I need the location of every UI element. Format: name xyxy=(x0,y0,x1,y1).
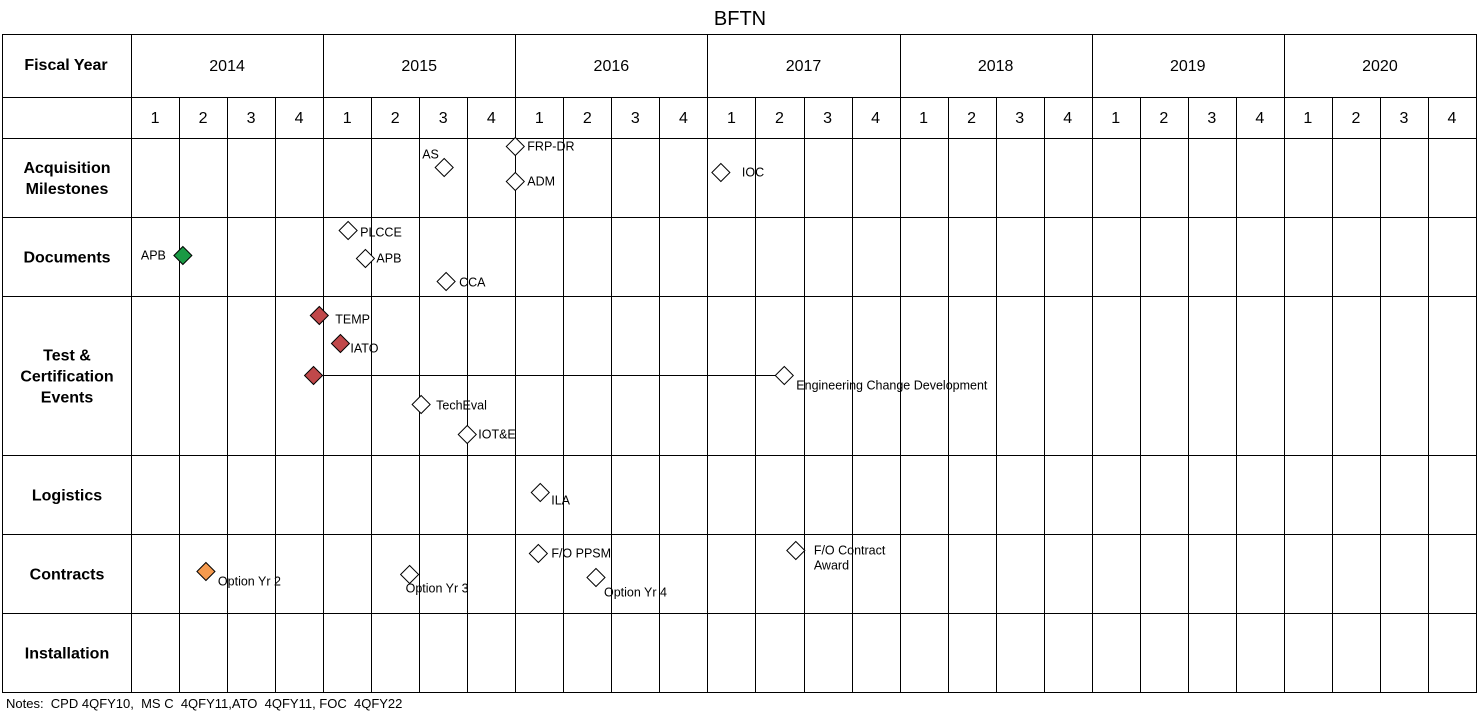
quarter-label: 2 xyxy=(775,110,784,127)
quarter-label: 4 xyxy=(295,110,304,127)
event-start-diamond xyxy=(303,365,324,386)
milestone-diamond xyxy=(338,220,358,241)
quarter-label: 1 xyxy=(1111,110,1120,127)
column-headers: Fiscal Year 2014 1 2 3 4 2015 1 2 3 4 2016 1 2 3 4 2017… xyxy=(24,57,1456,127)
milestone-label: ILA xyxy=(551,494,570,508)
year-label: 2016 xyxy=(594,58,630,75)
quarter-label: 2 xyxy=(199,110,208,127)
row-label: Acquisition xyxy=(23,160,110,177)
quarter-label: 4 xyxy=(1063,110,1072,127)
milestone-diamond xyxy=(505,171,525,192)
quarter-label: 3 xyxy=(823,110,832,127)
schedule-grid xyxy=(2,34,1477,693)
event-label: Engineering Change Development xyxy=(796,379,988,393)
milestone-diamond xyxy=(711,162,731,183)
year-label: 2014 xyxy=(209,58,245,75)
row-label: Contracts xyxy=(30,567,105,584)
milestone-diamond xyxy=(411,394,431,415)
milestone-label: TEMP xyxy=(335,313,370,327)
milestone-label: TechEval xyxy=(436,399,487,413)
milestone-label: F/O Contract xyxy=(814,544,886,558)
quarter-label: 1 xyxy=(919,110,928,127)
quarter-label: 2 xyxy=(967,110,976,127)
milestone-diamond xyxy=(434,157,454,178)
milestone-diamond xyxy=(528,543,549,564)
milestone-diamond xyxy=(330,333,351,354)
chart-title: BFTN xyxy=(714,8,766,30)
year-label: 2015 xyxy=(401,58,437,75)
milestone-diamond xyxy=(173,245,193,266)
event-end-diamond xyxy=(774,365,794,386)
milestone-label: Option Yr 4 xyxy=(604,586,667,600)
row-label: Test & xyxy=(43,348,91,365)
quarter-label: 4 xyxy=(871,110,880,127)
milestone-label: Award xyxy=(814,559,849,573)
milestone-label: F/O PPSM xyxy=(551,547,611,561)
milestone-label: ADM xyxy=(527,175,555,189)
row-label: Installation xyxy=(25,646,109,663)
quarter-label: 3 xyxy=(1015,110,1024,127)
year-label: 2020 xyxy=(1362,58,1398,75)
year-label: 2018 xyxy=(978,58,1014,75)
milestone-diamond xyxy=(586,567,606,588)
milestone-diamond xyxy=(786,540,806,561)
quarter-label: 3 xyxy=(1399,110,1408,127)
year-label: 2017 xyxy=(786,58,822,75)
quarter-label: 3 xyxy=(1207,110,1216,127)
milestone-diamond xyxy=(436,271,456,292)
fiscal-year-header: Fiscal Year xyxy=(24,57,107,74)
quarter-label: 4 xyxy=(1448,110,1457,127)
milestone-diamond xyxy=(196,561,216,582)
milestone-label: APB xyxy=(376,252,401,266)
row-label: Documents xyxy=(23,250,110,267)
quarter-label: 4 xyxy=(1255,110,1264,127)
milestone-diamond xyxy=(530,482,550,503)
row-label: Logistics xyxy=(32,488,102,505)
quarter-label: 1 xyxy=(151,110,160,127)
milestone-label: IOC xyxy=(742,166,764,180)
milestone-label: IOT&E xyxy=(478,428,516,442)
row-label: Milestones xyxy=(26,181,109,198)
milestone-label: APB xyxy=(141,249,166,263)
notes-footer: Notes: CPD 4QFY10, MS C 4QFY11,ATO 4QFY1… xyxy=(6,696,403,711)
milestone-label: IATO xyxy=(350,342,378,356)
quarter-label: 1 xyxy=(535,110,544,127)
milestone-marks: Engineering Change Development AS FRP-DR AD… xyxy=(141,136,988,600)
milestone-label: FRP-DR xyxy=(527,140,574,154)
quarter-label: 4 xyxy=(679,110,688,127)
milestone-label: CCA xyxy=(459,276,486,290)
quarter-label: 2 xyxy=(583,110,592,127)
milestone-diamond xyxy=(355,248,376,269)
milestone-label: Option Yr 3 xyxy=(406,582,469,596)
milestone-diamond xyxy=(505,136,525,157)
quarter-label: 2 xyxy=(391,110,400,127)
milestone-diamond xyxy=(457,424,477,445)
grid-border xyxy=(2,34,1477,693)
quarter-label: 1 xyxy=(343,110,352,127)
quarter-label: 1 xyxy=(727,110,736,127)
quarter-label: 3 xyxy=(439,110,448,127)
quarter-label: 3 xyxy=(247,110,256,127)
row-label: Events xyxy=(41,390,94,407)
milestone-diamond xyxy=(309,305,330,326)
milestone-label: PLCCE xyxy=(360,226,402,240)
row-label: Certification xyxy=(20,369,113,386)
milestone-diamond xyxy=(399,564,420,585)
quarter-label: 1 xyxy=(1303,110,1312,127)
quarter-label: 2 xyxy=(1351,110,1360,127)
quarter-label: 4 xyxy=(487,110,496,127)
milestone-label: AS xyxy=(422,148,439,162)
quarter-label: 2 xyxy=(1159,110,1168,127)
milestone-label: Option Yr 2 xyxy=(218,575,281,589)
year-label: 2019 xyxy=(1170,58,1206,75)
quarter-label: 3 xyxy=(631,110,640,127)
